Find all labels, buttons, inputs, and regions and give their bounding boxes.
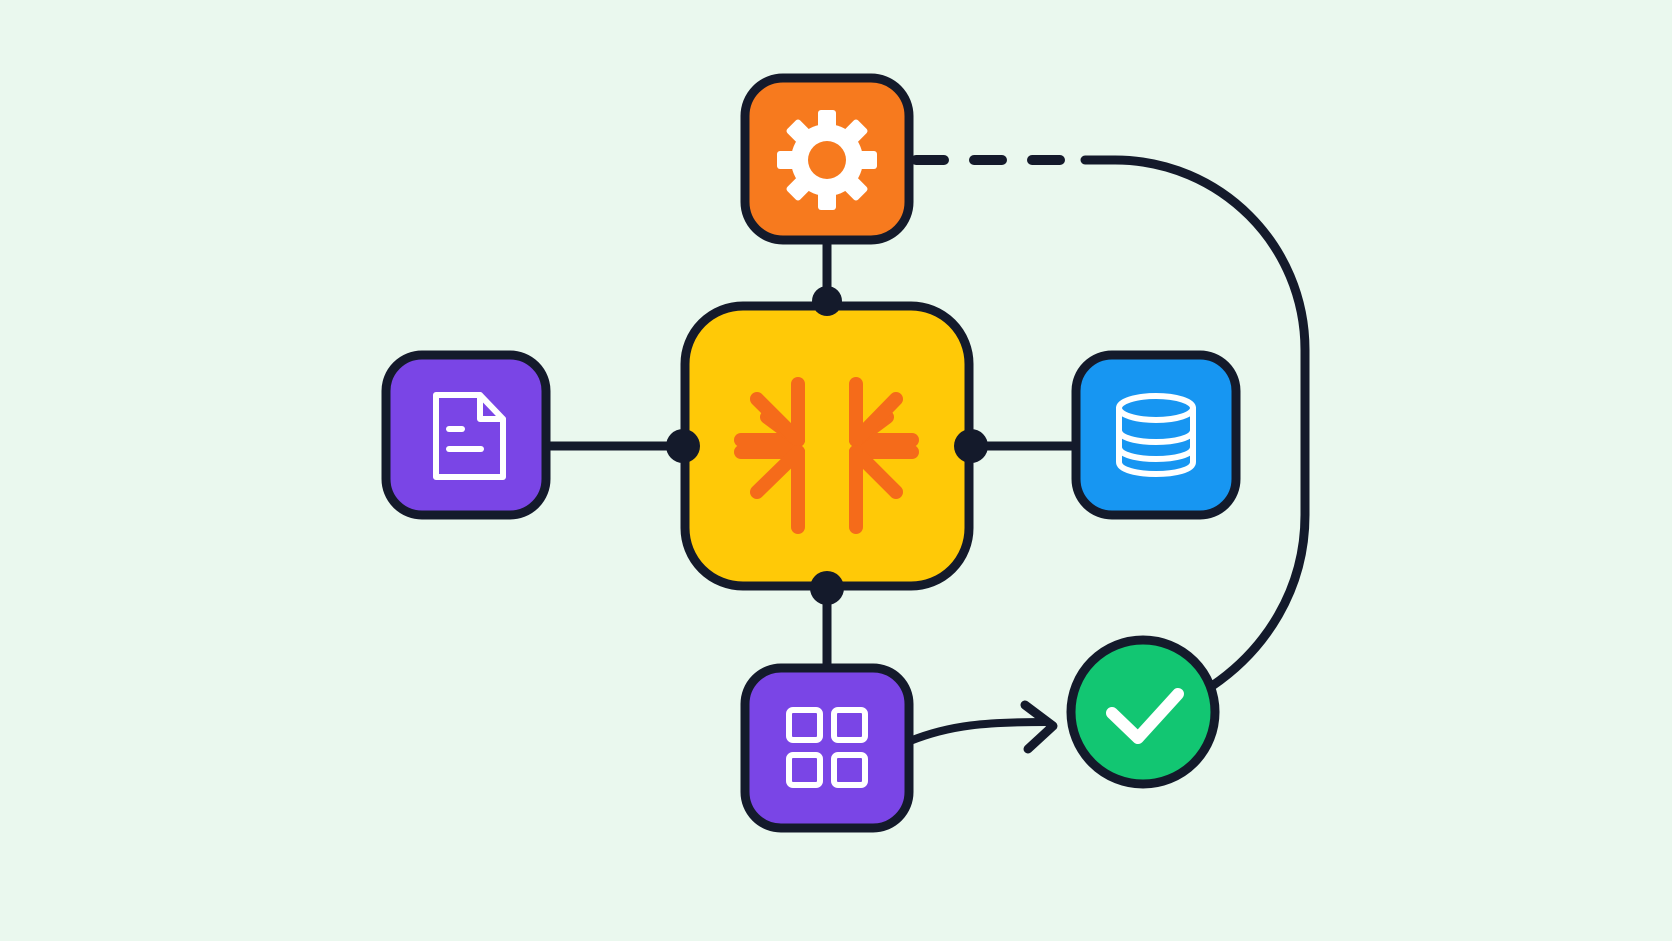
hub-node[interactable] [680,301,974,591]
edge-done-settings [1080,155,1310,691]
gear-icon [777,110,877,210]
port-left [666,429,700,463]
done-node-circle [1066,635,1220,789]
connection-ports [666,286,988,605]
check-icon [1106,688,1184,744]
arrowhead [1020,700,1058,754]
done-node[interactable] [1066,635,1220,789]
document-node[interactable] [381,350,551,520]
port-top [812,286,842,316]
hub-node-box [680,301,974,591]
edge-apps-done [906,718,1052,745]
sparkle-icon [734,377,919,534]
database-icon [1116,393,1196,477]
grid-icon [786,707,868,788]
settings-node[interactable] [740,73,914,245]
apps-node-box [740,663,914,833]
apps-node[interactable] [740,663,914,833]
database-node[interactable] [1071,350,1241,520]
document-icon [433,392,506,480]
port-bottom [810,571,844,605]
database-node-box [1071,350,1241,520]
port-right [954,429,988,463]
document-node-box [381,350,551,520]
